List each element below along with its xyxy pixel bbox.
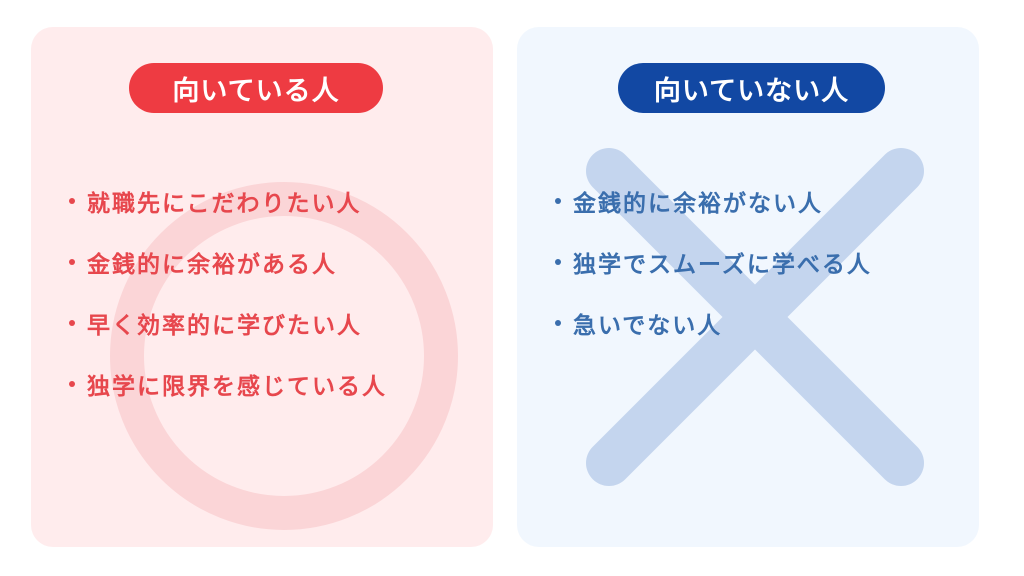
bullet-icon bbox=[69, 258, 75, 265]
bullet-icon bbox=[69, 319, 75, 326]
unsuitable-card: 向いていない人 金銭的に余裕がない人 独学でスムーズに学べる人 急いでない人 bbox=[517, 27, 979, 547]
suitable-title-badge: 向いている人 bbox=[129, 63, 383, 113]
suitable-list: 就職先にこだわりたい人 金銭的に余裕がある人 早く効率的に学びたい人 独学に限界… bbox=[69, 170, 387, 414]
bullet-icon bbox=[555, 319, 561, 326]
list-item: 独学に限界を感じている人 bbox=[69, 353, 387, 414]
unsuitable-title-badge: 向いていない人 bbox=[618, 63, 885, 113]
unsuitable-list: 金銭的に余裕がない人 独学でスムーズに学べる人 急いでない人 bbox=[555, 170, 872, 353]
bullet-icon bbox=[69, 380, 75, 387]
list-item: 就職先にこだわりたい人 bbox=[69, 170, 387, 231]
list-item: 急いでない人 bbox=[555, 292, 872, 353]
list-item: 金銭的に余裕がない人 bbox=[555, 170, 872, 231]
list-item: 金銭的に余裕がある人 bbox=[69, 231, 387, 292]
bullet-icon bbox=[69, 197, 75, 204]
bullet-icon bbox=[555, 258, 561, 265]
suitable-card: 向いている人 就職先にこだわりたい人 金銭的に余裕がある人 早く効率的に学びたい… bbox=[31, 27, 493, 547]
list-item: 独学でスムーズに学べる人 bbox=[555, 231, 872, 292]
bullet-icon bbox=[555, 197, 561, 204]
cross-icon bbox=[586, 148, 924, 486]
list-item: 早く効率的に学びたい人 bbox=[69, 292, 387, 353]
